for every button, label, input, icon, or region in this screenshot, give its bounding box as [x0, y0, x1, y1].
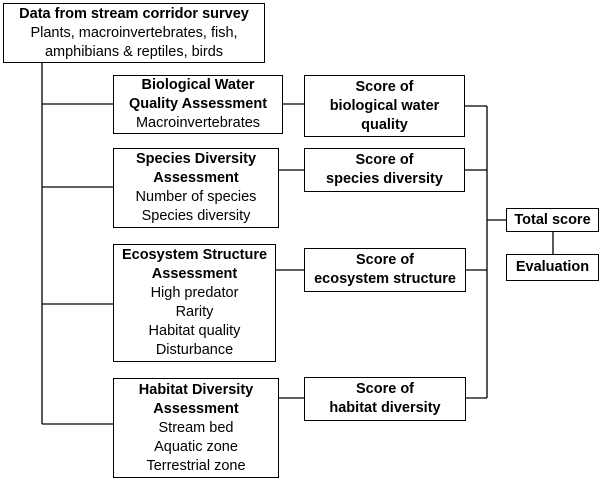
- score-line: species diversity: [326, 171, 443, 187]
- total-score-box: Total score: [506, 208, 599, 232]
- score-line: Score of: [355, 78, 414, 95]
- assessment-item: Species diversity: [141, 208, 251, 224]
- assessment-title-line: Ecosystem Structure: [121, 247, 268, 263]
- score-line: Score of: [355, 381, 414, 397]
- assessment-box-biological-water-quality: Biological Water Quality Assessment Macr…: [113, 75, 283, 134]
- evaluation-label: Evaluation: [515, 259, 590, 275]
- total-score-label: Total score: [514, 211, 591, 228]
- assessment-item: Rarity: [175, 304, 214, 320]
- survey-title: Data from stream corridor survey: [19, 5, 249, 22]
- score-line: ecosystem structure: [314, 271, 456, 287]
- score-box-habitat-diversity: Score of habitat diversity: [304, 377, 466, 421]
- survey-line: Plants, macroinvertebrates, fish,: [30, 24, 238, 41]
- score-box-ecosystem-structure: Score of ecosystem structure: [304, 248, 466, 292]
- assessment-title-line: Assessment: [153, 170, 239, 186]
- assessment-box-habitat-diversity: Habitat Diversity Assessment Stream bed …: [113, 378, 279, 478]
- assessment-title-line: Habitat Diversity: [138, 381, 254, 398]
- assessment-title-line: Quality Assessment: [128, 96, 268, 112]
- assessment-box-ecosystem-structure: Ecosystem Structure Assessment High pred…: [113, 244, 276, 362]
- assessment-item: Aquatic zone: [154, 438, 238, 455]
- survey-line: amphibians & reptiles, birds: [44, 43, 224, 60]
- score-box-biological-water-quality: Score of biological water quality: [304, 75, 465, 137]
- assessment-item: Disturbance: [155, 342, 234, 358]
- assessment-item: Macroinvertebrates: [135, 115, 261, 131]
- assessment-item: Number of species: [135, 189, 257, 205]
- assessment-box-species-diversity: Species Diversity Assessment Number of s…: [113, 148, 279, 228]
- assessment-item: High predator: [150, 285, 239, 301]
- assessment-item: Habitat quality: [148, 323, 241, 339]
- score-box-species-diversity: Score of species diversity: [304, 148, 465, 192]
- score-line: quality: [361, 116, 408, 133]
- score-line: biological water: [329, 97, 440, 114]
- assessment-title-line: Species Diversity: [135, 151, 257, 167]
- assessment-title-line: Assessment: [151, 266, 238, 282]
- survey-box: Data from stream corridor survey Plants,…: [3, 3, 265, 63]
- assessment-item: Terrestrial zone: [146, 457, 246, 474]
- assessment-item: Stream bed: [158, 419, 234, 436]
- score-line: Score of: [355, 152, 414, 168]
- score-line: Score of: [355, 252, 414, 268]
- score-line: habitat diversity: [329, 400, 441, 416]
- evaluation-box: Evaluation: [506, 254, 599, 281]
- assessment-title-line: Biological Water: [141, 77, 255, 93]
- assessment-title-line: Assessment: [153, 400, 239, 417]
